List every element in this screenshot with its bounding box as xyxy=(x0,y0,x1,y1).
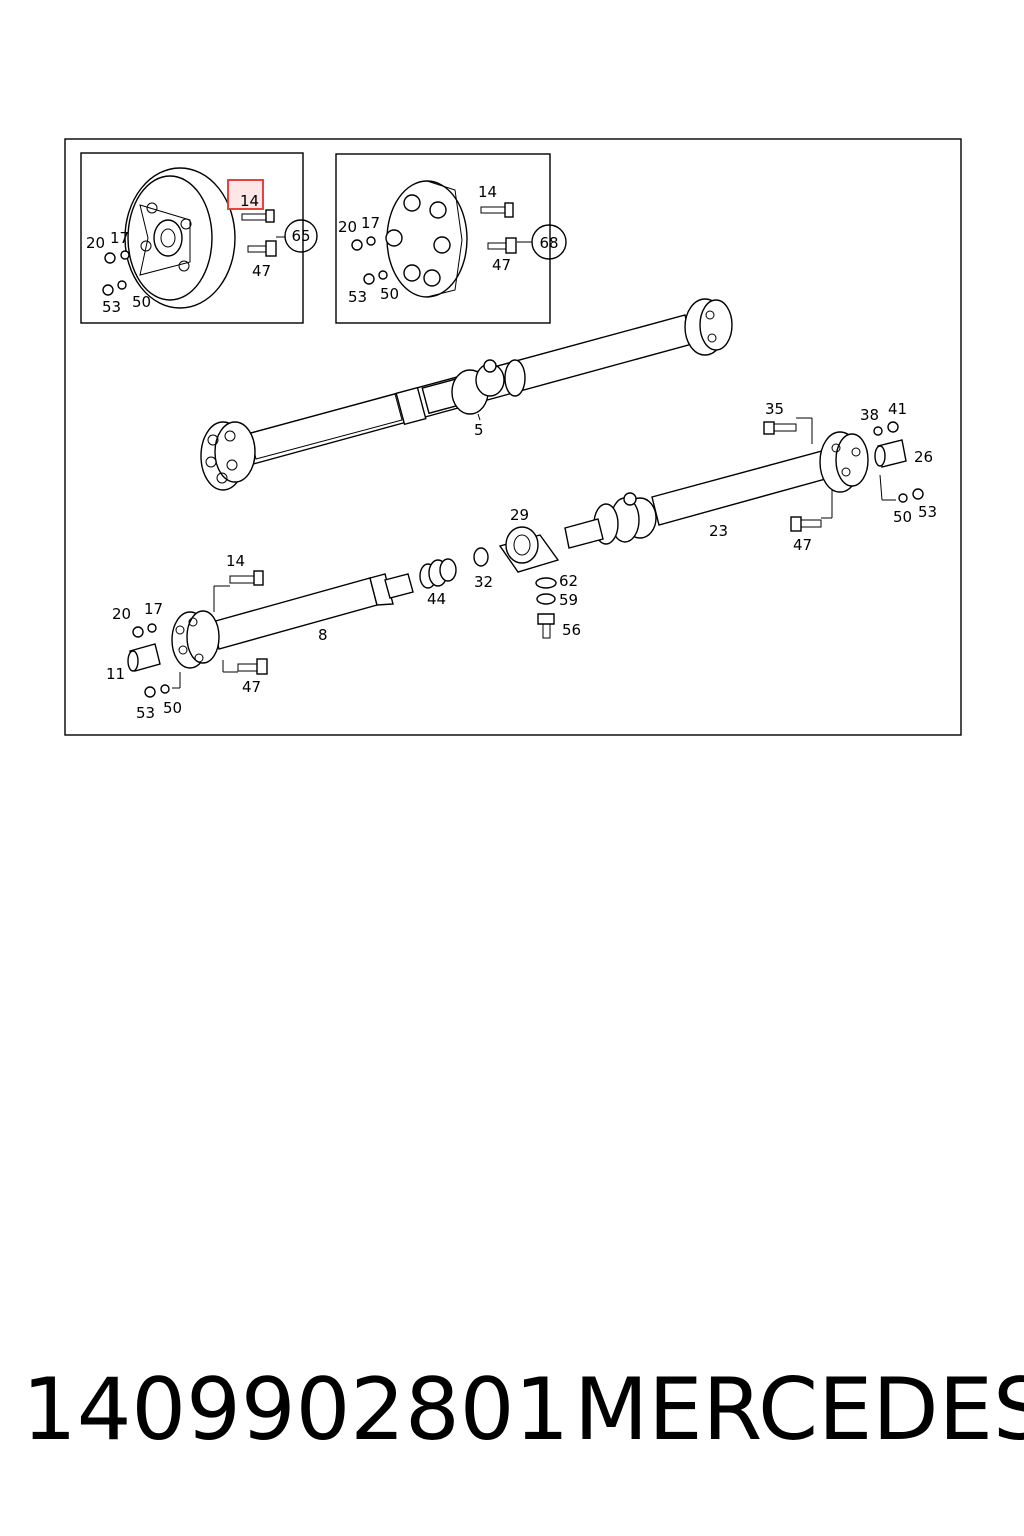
label-29: 29 xyxy=(510,506,529,524)
callout-68 xyxy=(531,224,567,260)
label-65: 65 xyxy=(291,227,310,245)
bush-26: 26 xyxy=(874,439,933,468)
bolt-47-inset-left xyxy=(247,240,277,257)
label-47-inset-right: 47 xyxy=(492,256,511,274)
diagram-frame xyxy=(64,138,962,736)
label-47-inset-left: 47 xyxy=(252,262,271,280)
flex-disc-65 xyxy=(124,167,236,309)
inset-right-frame xyxy=(335,153,551,324)
boot-44: 44 xyxy=(419,558,457,608)
callout-65 xyxy=(284,219,318,253)
parts-diagram: 14 20 17 47 53 50 65 xyxy=(64,138,962,736)
label-56: 56 xyxy=(562,621,581,639)
bolt-14-inset-right xyxy=(480,202,514,218)
bolt-35: 35 xyxy=(763,400,813,444)
bolt-14-lower: 14 xyxy=(213,552,264,612)
label-44: 44 xyxy=(427,590,446,608)
label-53-inset-left: 53 xyxy=(102,298,121,316)
label-35: 35 xyxy=(765,400,784,418)
label-47-lower: 47 xyxy=(242,678,261,696)
label-47-right: 47 xyxy=(793,536,812,554)
label-26: 26 xyxy=(914,448,933,466)
bolt-47-lower: 47 xyxy=(222,658,268,696)
label-20-inset-right: 20 xyxy=(338,218,357,236)
ring-32 xyxy=(473,547,489,567)
label-41: 41 xyxy=(888,400,907,418)
inset-right: 14 20 17 47 53 50 68 xyxy=(335,153,567,324)
propshaft-8: 8 xyxy=(171,573,414,669)
inset-left: 14 20 17 47 53 50 65 xyxy=(80,152,318,324)
label-53-right: 53 xyxy=(918,503,937,521)
part-number: 1409902801 xyxy=(22,1360,570,1460)
label-53-inset-right: 53 xyxy=(348,288,367,306)
bush-11: 11 xyxy=(106,643,161,683)
label-20-lower: 20 xyxy=(112,605,131,623)
bolt-47-inset-right xyxy=(487,237,517,254)
label-32: 32 xyxy=(474,573,493,591)
brand-name: MERCEDES xyxy=(574,1360,1024,1460)
label-8: 8 xyxy=(318,626,328,644)
label-11: 11 xyxy=(106,665,125,683)
label-68: 68 xyxy=(539,234,558,252)
label-14-highlighted: 14 xyxy=(240,192,259,210)
inset-left-frame xyxy=(80,152,304,324)
label-50-inset-left: 50 xyxy=(132,293,151,311)
label-62: 62 xyxy=(559,572,578,590)
caption: 1409902801 MERCEDES xyxy=(0,1360,1024,1480)
label-17-inset-right: 17 xyxy=(361,214,380,232)
label-17-lower: 17 xyxy=(144,600,163,618)
propshaft-23: 23 xyxy=(564,431,869,549)
label-59: 59 xyxy=(559,591,578,609)
label-50-right: 50 xyxy=(893,508,912,526)
label-23: 23 xyxy=(709,522,728,540)
label-14-inset-right: 14 xyxy=(478,183,497,201)
label-14-lower: 14 xyxy=(226,552,245,570)
flex-disc-68 xyxy=(385,180,468,298)
propshaft-5: 5 xyxy=(200,298,733,491)
highlight-box xyxy=(227,179,264,210)
label-17-inset-left: 17 xyxy=(110,229,129,247)
bolt-14-inset-left xyxy=(241,209,275,223)
label-50-lower: 50 xyxy=(163,699,182,717)
label-50-inset-right: 50 xyxy=(380,285,399,303)
bolt-47-right: 47 xyxy=(790,490,833,554)
label-5: 5 xyxy=(474,421,484,439)
label-53-lower: 53 xyxy=(136,704,155,722)
center-bearing-29: 29 xyxy=(498,506,560,573)
label-38: 38 xyxy=(860,406,879,424)
label-20-inset-left: 20 xyxy=(86,234,105,252)
